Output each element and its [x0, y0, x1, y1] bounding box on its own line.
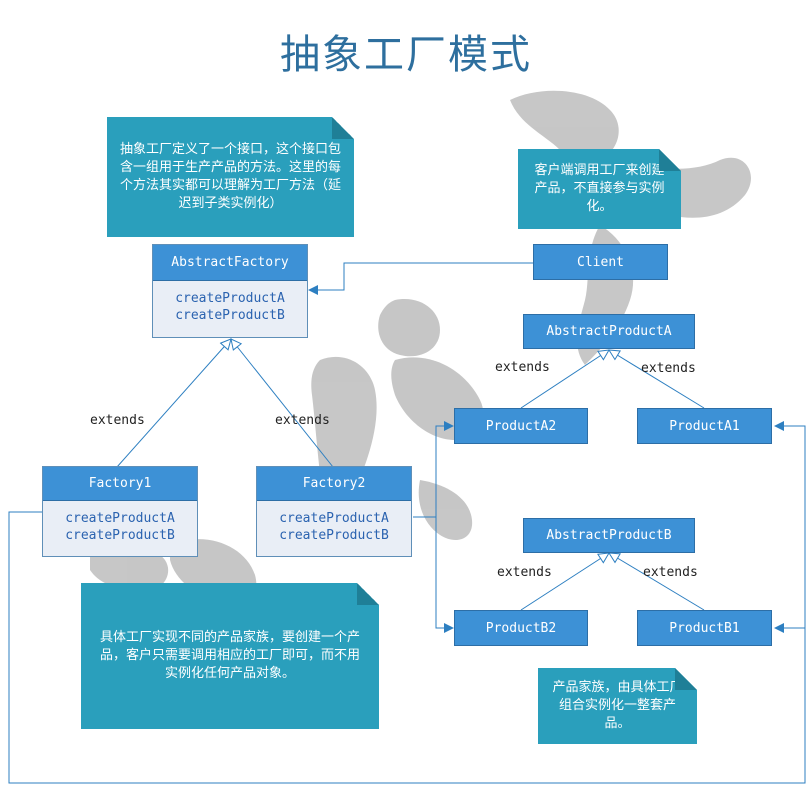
b1-extends-label: extends [643, 565, 698, 580]
method-create-product-b: createProductB [175, 308, 285, 323]
a2-extends-label: extends [495, 360, 550, 375]
abstract-product-a-box[interactable]: AbstractProductA [523, 314, 695, 349]
client-note: 客户端调用工厂来创建产品，不直接参与实例化。 [518, 149, 681, 229]
product-b1-box[interactable]: ProductB1 [637, 610, 772, 646]
client-box[interactable]: Client [533, 244, 668, 280]
product-family-note: 产品家族，由具体工厂组合实例化一整套产品。 [538, 668, 697, 744]
abstract-product-b-box[interactable]: AbstractProductB [523, 518, 695, 553]
a1-extends-label: extends [641, 361, 696, 376]
abstract-factory-name: AbstractFactory [153, 245, 307, 281]
client-to-factory-connector [308, 262, 533, 295]
factory1-extends-connector [116, 339, 231, 468]
method-create-product-a: createProductA [279, 511, 389, 526]
method-create-product-b: createProductB [65, 528, 175, 543]
abstract-factory-methods: createProductA createProductB [153, 281, 307, 324]
client-note-text: 客户端调用工厂来创建产品，不直接参与实例化。 [534, 163, 665, 214]
factory1-name: Factory1 [43, 467, 197, 501]
a2-extends-connector [520, 350, 609, 409]
factory2-name: Factory2 [257, 467, 411, 501]
method-create-product-a: createProductA [175, 291, 285, 306]
factory2-to-b2-connector [435, 517, 454, 633]
concrete-factory-note: 具体工厂实现不同的产品家族，要创建一个产品，客户只需要调用相应的工厂即可，而不用… [81, 583, 379, 729]
product-a2-box[interactable]: ProductA2 [454, 408, 588, 444]
method-create-product-b: createProductB [279, 528, 389, 543]
b1-extends-connector [609, 553, 705, 611]
abstract-factory-class[interactable]: AbstractFactory createProductA createPro… [152, 244, 308, 338]
factory2-extends-connector [231, 339, 334, 468]
abstract-factory-note-text: 抽象工厂定义了一个接口，这个接口包含一组用于生产产品的方法。这里的每个方法其实都… [119, 142, 341, 211]
a1-extends-connector [609, 350, 705, 409]
factory2-to-a2-connector [413, 421, 454, 518]
factory1-methods: createProductA createProductB [43, 501, 197, 544]
product-b2-box[interactable]: ProductB2 [454, 610, 588, 646]
factory2-methods: createProductA createProductB [257, 501, 411, 544]
b2-extends-label: extends [497, 565, 552, 580]
factory1-extends-label: extends [90, 413, 145, 428]
b2-extends-connector [520, 553, 609, 611]
product-family-note-text: 产品家族，由具体工厂组合实例化一整套产品。 [552, 680, 683, 731]
concrete-factory-note-text: 具体工厂实现不同的产品家族，要创建一个产品，客户只需要调用相应的工厂即可，而不用… [99, 630, 360, 681]
factory1-to-a1-connector [8, 421, 806, 784]
factory2-extends-label: extends [275, 413, 330, 428]
factory1-class[interactable]: Factory1 createProductA createProductB [42, 466, 198, 557]
product-a1-box[interactable]: ProductA1 [637, 408, 772, 444]
abstract-factory-note: 抽象工厂定义了一个接口，这个接口包含一组用于生产产品的方法。这里的每个方法其实都… [107, 117, 354, 237]
factory2-class[interactable]: Factory2 createProductA createProductB [256, 466, 412, 557]
page-title: 抽象工厂模式 [280, 32, 532, 78]
method-create-product-a: createProductA [65, 511, 175, 526]
